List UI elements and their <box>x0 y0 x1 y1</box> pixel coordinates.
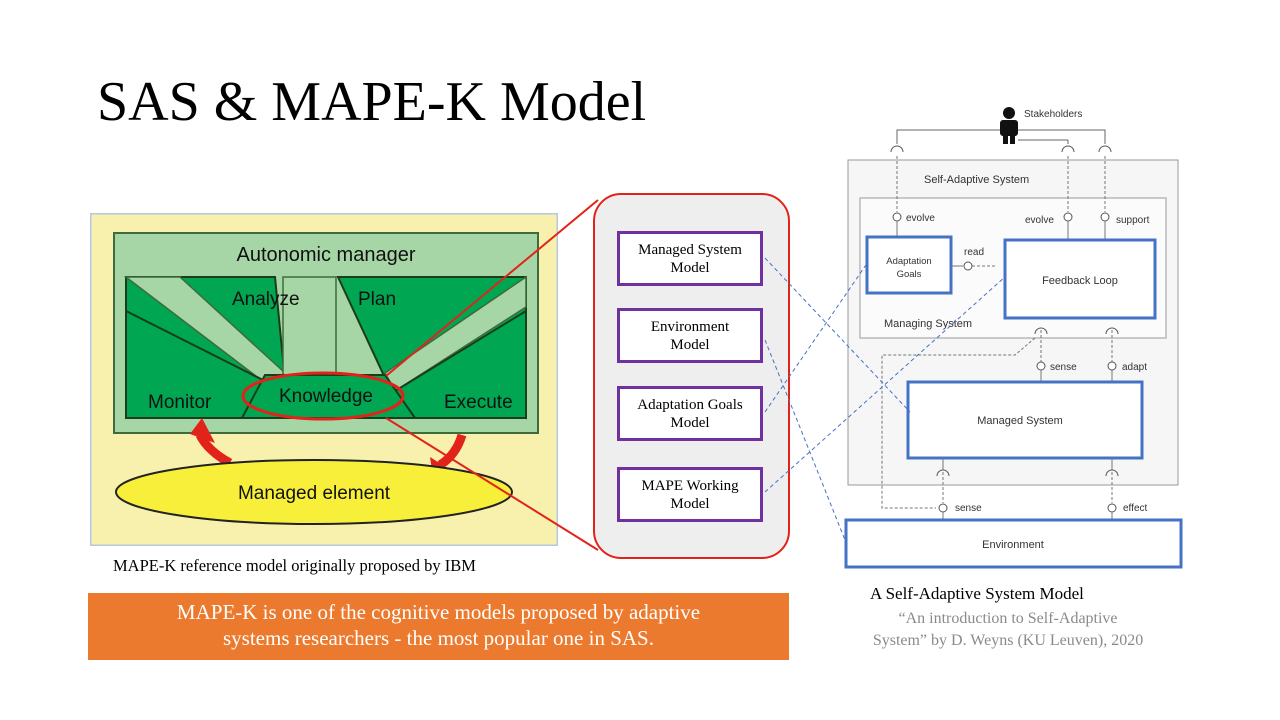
managed-element-label: Managed element <box>238 483 391 504</box>
feedback-loop-box <box>1003 238 1157 320</box>
sense-bottom-label: sense <box>955 503 982 514</box>
evolve-left-label: evolve <box>906 213 935 224</box>
callout-box: MAPE-K is one of the cognitive models pr… <box>88 593 789 660</box>
callout-line-1: MAPE-K is one of the cognitive models pr… <box>176 600 701 624</box>
read-label: read <box>964 247 984 258</box>
autonomic-manager-label: Autonomic manager <box>237 244 416 266</box>
plan-label: Plan <box>358 289 396 310</box>
sense-top-label: sense <box>1050 362 1077 373</box>
models-panel: Managed System Model Environment Model A… <box>593 193 790 559</box>
stakeholder-icon <box>1000 107 1018 144</box>
managing-system-label: Managing System <box>884 318 972 330</box>
sas-caption: A Self-Adaptive System Model <box>870 584 1084 603</box>
mapek-caption: MAPE-K reference model originally propos… <box>113 556 476 575</box>
stakeholders-label: Stakeholders <box>1024 109 1082 120</box>
mapek-diagram: Autonomic manager Analyze Plan Monitor E… <box>90 213 558 546</box>
mape-working-model-box: MAPE Working Model <box>617 467 763 522</box>
evolve-right-label: evolve <box>1025 215 1054 226</box>
callout-line-2: systems researchers - the most popular o… <box>222 626 654 650</box>
environment-label: Environment <box>982 539 1044 551</box>
monitor-label: Monitor <box>148 392 212 413</box>
environment-model-box: Environment Model <box>617 308 763 363</box>
adaptation-goals-model-box: Adaptation Goals Model <box>617 386 763 441</box>
adaptation-goals-label-2: Goals <box>897 269 922 280</box>
managed-system-model-box: Managed System Model <box>617 231 763 286</box>
sas-diagram: Stakeholders Self-Adaptive System Managi… <box>844 107 1183 569</box>
feedback-loop-label: Feedback Loop <box>1042 275 1118 287</box>
sas-citation: “An introduction to Self-Adaptive System… <box>872 610 1144 649</box>
support-label: support <box>1116 215 1150 226</box>
analyze-label: Analyze <box>232 289 300 310</box>
execute-label: Execute <box>444 392 513 413</box>
knowledge-label: Knowledge <box>279 386 373 407</box>
effect-label: effect <box>1123 503 1147 514</box>
slide-title: SAS & MAPE-K Model <box>97 71 647 133</box>
adaptation-goals-label-1: Adaptation <box>886 256 931 267</box>
adapt-label: adapt <box>1122 362 1147 373</box>
environment-box <box>844 518 1183 569</box>
self-adaptive-system-label: Self-Adaptive System <box>924 174 1029 186</box>
managed-system-label: Managed System <box>977 415 1063 427</box>
